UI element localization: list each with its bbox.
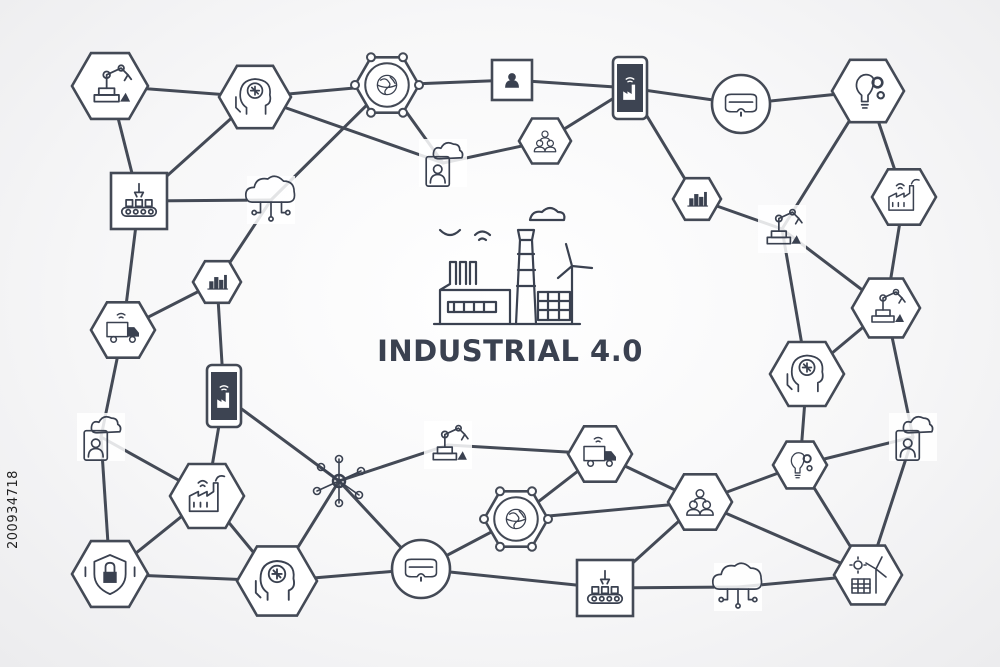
icon-nodes [70,51,938,618]
smartphone-factory-icon [205,363,243,429]
connection-line [253,95,445,165]
network-node-icon [312,454,366,508]
delivery-truck-icon [89,300,157,360]
delivery-truck-icon [566,424,634,484]
team-icon [517,117,573,165]
ai-head-icon [768,340,846,408]
lightbulb-gears-icon [830,58,906,124]
user-cloud-icon [77,413,125,461]
wind-solar-icon [832,544,904,606]
cloud-network-icon [244,175,296,224]
team-icon [666,472,734,532]
robot-arm-icon [70,51,150,121]
bar-chart-icon [191,259,243,305]
globe-network-icon [350,52,424,118]
conveyor-icon [575,558,635,618]
ai-head-icon [217,64,293,130]
connection-line [419,567,607,590]
central-factory-illustration [432,206,594,326]
vr-headset-icon [390,538,452,600]
shield-lock-icon [70,539,150,609]
user-profile-icon [490,58,534,102]
lightbulb-gears-icon [771,440,829,490]
central-factory-illustration-group [432,206,594,326]
smartphone-factory-icon [611,55,649,121]
user-cloud-icon [419,139,467,187]
robot-arm-icon [850,277,922,339]
robot-arm-icon [758,205,806,253]
globe-network-icon [479,486,553,552]
factory-wifi-icon [870,167,938,227]
factory-wifi-icon [168,462,246,530]
vr-headset-icon [710,73,772,135]
stock-image-id: 200934718 [6,470,21,550]
user-cloud-icon [889,413,937,461]
conveyor-icon [109,171,169,231]
diagram-title: INDUSTRIAL 4.0 [377,334,643,368]
connection-line [222,394,341,483]
ai-head-icon [235,545,319,617]
bar-chart-icon [671,176,723,222]
cloud-network-icon [711,562,763,611]
robot-arm-icon [424,421,472,469]
